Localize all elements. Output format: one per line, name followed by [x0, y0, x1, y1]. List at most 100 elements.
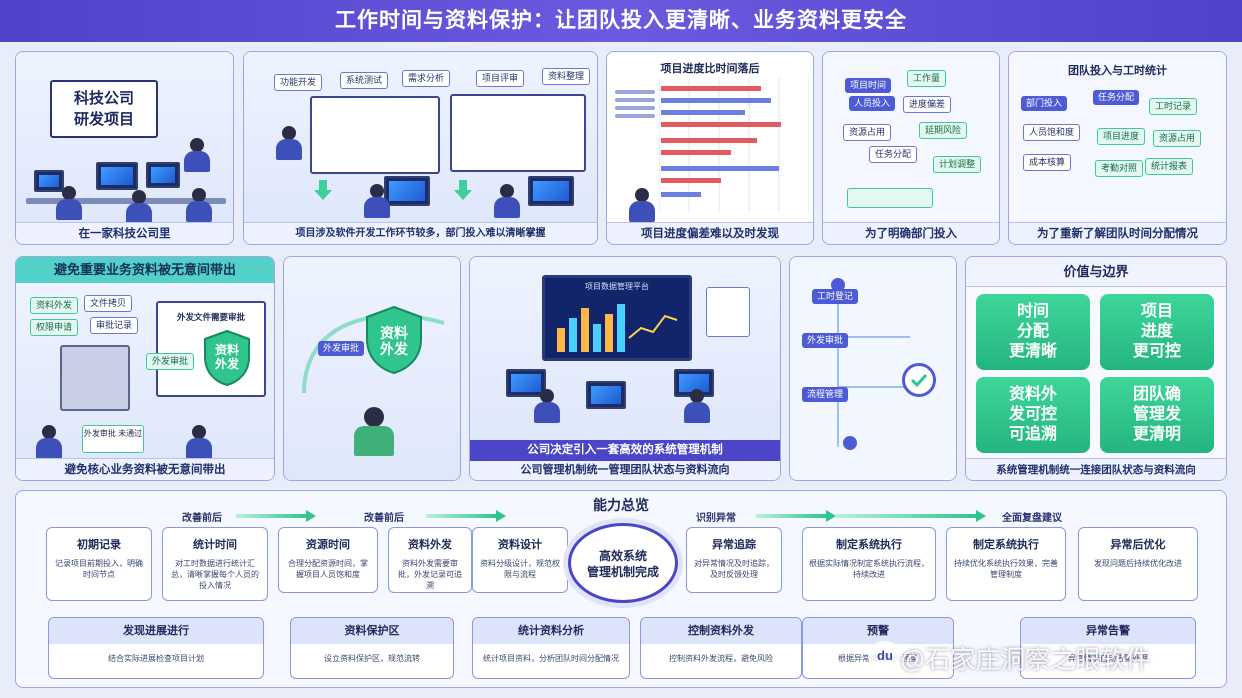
- process-chip: 外发审批: [802, 333, 849, 348]
- employee: [629, 188, 655, 222]
- capability-card: 初期记录记录项目前期投入，明确时间节点: [46, 527, 152, 601]
- office-scene: 科技公司 研发项目: [16, 52, 233, 224]
- office-desk: [26, 198, 226, 204]
- office-monitor: [528, 176, 574, 206]
- leak-chip: 文件拷贝: [84, 295, 133, 312]
- value-box: 时间分配更清晰: [976, 294, 1090, 370]
- screen-title: 项目数据管理平台: [585, 282, 649, 291]
- caption: 在一家科技公司里: [16, 222, 233, 244]
- panel-platform: 项目数据管理平台 公司决定引入一套高效的系统管理机制 公司管理机制统一管理团队状…: [469, 256, 781, 481]
- stat-chip: 项目进度: [1097, 128, 1146, 145]
- whiteboard-left: [310, 96, 440, 174]
- input-chip: 人员投入: [849, 96, 896, 111]
- chart-axis-labels: [615, 86, 655, 122]
- caption: 避免核心业务资料被无意间带出: [16, 458, 274, 480]
- stat-chip: 资源占用: [1153, 130, 1202, 147]
- hub-line-1: 高效系统: [598, 549, 647, 563]
- process-chip: 流程管理: [802, 387, 849, 402]
- panel-data-leak: 避免重要业务资料被无意间带出 资料外发 文件拷贝 权限申请 审批记录 外发文件需…: [15, 256, 275, 481]
- watermark: @石家庄洞察之眼软件: [900, 646, 1151, 674]
- bottom-card: 发现进展进行结合实际进展检查项目计划: [48, 617, 264, 679]
- presenter: [184, 138, 210, 172]
- screen-bars: [557, 304, 678, 352]
- flow-label: 识别异常: [696, 513, 736, 524]
- caption: 项目进度偏差难以及时发现: [607, 222, 813, 244]
- leak-chip: 外发审批: [146, 353, 195, 370]
- flow-label: 改善前后: [364, 513, 404, 524]
- caption: 系统管理机制统一连接团队状态与资料流向: [966, 458, 1226, 480]
- project-sign: 科技公司 研发项目: [50, 80, 158, 138]
- panel-input-chips: 项目时间 工作量 人员投入 进度偏差 资源占用 延期风险 任务分配 计划调整 为…: [822, 51, 1000, 245]
- leak-chip: 权限申请: [30, 319, 79, 336]
- employee: [684, 389, 710, 423]
- task-label: 资料整理: [542, 68, 591, 85]
- input-chip: 工作量: [907, 70, 947, 87]
- employee: [494, 184, 520, 218]
- big-screen: 项目数据管理平台: [542, 275, 692, 361]
- office-monitor: [146, 162, 180, 188]
- input-chip: 资源占用: [843, 124, 892, 141]
- capability-card: 统计时间对工时数据进行统计汇总，清晰掌握每个人员的投入情况: [162, 527, 268, 601]
- warning-note: 外发审批 未通过: [82, 425, 144, 453]
- team-time-scene: 团队投入与工时统计 部门投入 任务分配 工时记录 人员饱和度 项目进度 资源占用…: [1009, 52, 1226, 222]
- check-circle-icon: [902, 363, 936, 397]
- panel-capability-overview: 能力总览 改善前后 改善前后 识别异常 全面复盘建议 初期记录记录项目前期投入，…: [15, 490, 1227, 688]
- process-lines: [831, 278, 910, 450]
- side-board: [706, 287, 750, 337]
- stat-chip: 任务分配: [1093, 90, 1140, 105]
- panel-header: 避免重要业务资料被无意间带出: [16, 257, 274, 283]
- panel-progress-chart: 项目进度比时间落后 项目进度偏差难以及时发现: [606, 51, 814, 245]
- value-box: 团队确管理发更清明: [1100, 377, 1214, 453]
- caption: 为了重新了解团队时间分配情况: [1009, 222, 1226, 244]
- page-title: 工作时间与资料保护：让团队投入更清晰、业务资料更安全: [0, 0, 1242, 42]
- input-chip: [847, 188, 933, 208]
- leak-scene: 资料外发 文件拷贝 权限申请 审批记录 外发文件需要审批 资料外发 外发审批 外…: [16, 283, 274, 459]
- stat-chip: 统计报表: [1145, 158, 1194, 175]
- watermark-badge: du: [868, 641, 902, 671]
- input-chip: 延期风险: [919, 122, 968, 139]
- flow-arrows: [236, 510, 986, 522]
- approval-chip: 外发审批: [318, 341, 365, 356]
- bottom-card: 异常告警异常情况自动告警处理: [1020, 617, 1196, 679]
- panel-process-flow: 工时登记 外发审批 流程管理: [789, 256, 957, 481]
- chart-title: 项目进度比时间落后: [660, 63, 760, 75]
- employee: [364, 184, 390, 218]
- input-chip: 项目时间: [845, 78, 892, 93]
- bottom-card: 资料保护区设立资料保护区，规范流转: [290, 617, 454, 679]
- office-monitor: [34, 170, 64, 192]
- employee: [354, 407, 394, 457]
- employee: [126, 190, 152, 224]
- bottom-card: 控制资料外发控制资料外发流程，避免风险: [640, 617, 802, 679]
- shield-label: 资料外发: [214, 343, 239, 371]
- input-chip: 计划调整: [933, 156, 982, 173]
- employee: [186, 188, 212, 222]
- task-label: 系统测试: [340, 72, 389, 89]
- employee: [534, 389, 560, 423]
- capability-card: 制定系统执行持续优化系统执行效果，完善管理制度: [946, 527, 1066, 601]
- presenter: [276, 126, 302, 160]
- panel-office-scene: 科技公司 研发项目 在一家科技公司里: [15, 51, 234, 245]
- stat-chip: 部门投入: [1021, 96, 1068, 111]
- employee: [36, 425, 62, 459]
- whiteboard-right: [450, 94, 586, 172]
- boards-scene: 功能开发 系统测试 需求分析 项目评审 资料整理: [244, 52, 597, 222]
- flow-label: 改善前后: [182, 513, 222, 524]
- value-box: 项目进度更可控: [1100, 294, 1214, 370]
- shield-icon: 资料外发: [202, 329, 252, 387]
- shield-label: 资料外发: [380, 325, 408, 357]
- platform-scene: 项目数据管理平台: [470, 257, 780, 440]
- capability-card: 异常追踪对异常情况及时追踪，及时反馈处理: [686, 527, 782, 593]
- capability-card: 资源时间合理分配资源时间，掌握项目人员饱和度: [278, 527, 378, 593]
- arrow-down-icon: [454, 180, 472, 200]
- panel-header: 价值与边界: [966, 257, 1226, 287]
- stat-chip: 工时记录: [1149, 98, 1198, 115]
- office-monitor: [506, 369, 546, 397]
- task-label: 功能开发: [274, 74, 323, 91]
- sign-line-1: 科技公司: [73, 90, 134, 107]
- sign-line-2: 研发项目: [73, 111, 134, 128]
- stat-chip: 人员饱和度: [1023, 124, 1081, 141]
- board-title: 外发文件需要审批: [176, 312, 245, 322]
- flow-label: 全面复盘建议: [1002, 513, 1062, 524]
- arrow-down-icon: [314, 180, 332, 200]
- panel-team-time: 团队投入与工时统计 部门投入 任务分配 工时记录 人员饱和度 项目进度 资源占用…: [1008, 51, 1227, 245]
